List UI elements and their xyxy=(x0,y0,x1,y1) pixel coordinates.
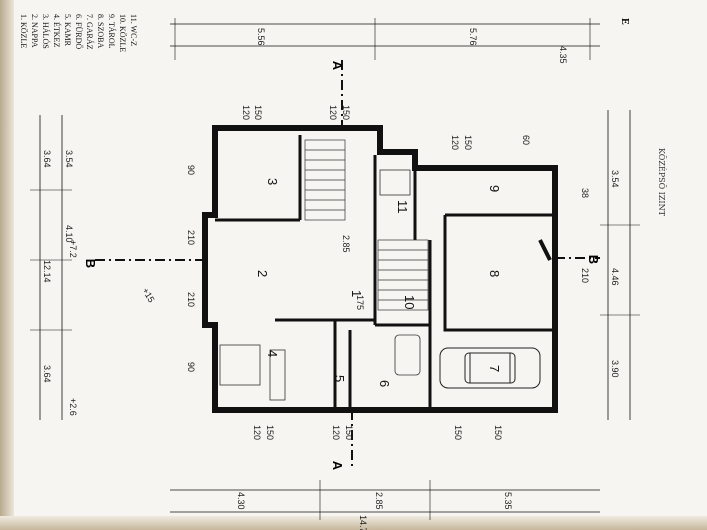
dim-text: 12.14 xyxy=(42,260,52,283)
exterior-wall-top xyxy=(212,125,558,328)
room-number: 11 xyxy=(395,200,410,214)
room-number: 1 xyxy=(349,290,364,297)
section-mark-a: A xyxy=(330,460,346,471)
dim-text: 4.10 xyxy=(64,225,74,243)
dim-text: 150 xyxy=(463,135,473,150)
exterior-wall-left xyxy=(202,125,558,413)
dim-text: 2.85 xyxy=(374,492,384,510)
dim-text: 175 xyxy=(355,295,365,310)
dim-text: 120 xyxy=(450,135,460,150)
hand-annotation: +2.6 xyxy=(68,398,78,416)
hand-annotation: +15 xyxy=(140,286,156,304)
dim-text: 120 xyxy=(252,425,262,440)
section-mark-a: A xyxy=(330,60,346,71)
bathtub xyxy=(394,334,421,376)
room-number: 10 xyxy=(402,295,417,309)
dim-text: 150 xyxy=(265,425,275,440)
dim-text: 210 xyxy=(186,230,196,245)
room-number: 8 xyxy=(487,270,502,277)
kitchen-counter xyxy=(269,349,286,401)
section-mark-b: B xyxy=(586,254,602,265)
dim-text: 90 xyxy=(186,165,196,175)
car-icon xyxy=(439,347,541,389)
dim-text: 3.54 xyxy=(610,170,620,188)
dim-text: 3.64 xyxy=(42,365,52,383)
dim-text: 150 xyxy=(453,425,463,440)
room-number: 9 xyxy=(487,185,502,192)
room-number: 5 xyxy=(332,375,347,382)
dining-table xyxy=(219,344,261,386)
room-number: 2 xyxy=(255,270,270,277)
room-number: 7 xyxy=(487,365,502,372)
paper-edge-shadow xyxy=(0,0,14,530)
dim-text: 14.75 xyxy=(358,515,368,530)
dim-text: 120 xyxy=(241,105,251,120)
dim-text: 4.46 xyxy=(610,268,620,286)
dim-text: 38 xyxy=(580,188,590,198)
dim-text: 150 xyxy=(493,425,503,440)
wc-fixture xyxy=(379,169,411,196)
dim-text: 3.54 xyxy=(64,150,74,168)
dim-text: 150 xyxy=(341,105,351,120)
dim-text: 210 xyxy=(580,268,590,283)
dim-text: 4.30 xyxy=(236,492,246,510)
room-number: 3 xyxy=(265,178,280,185)
dim-text: 210 xyxy=(186,292,196,307)
dim-text: 60 xyxy=(521,135,531,145)
dim-text: 5.76 xyxy=(468,28,478,46)
room-number: 6 xyxy=(377,380,392,387)
dim-text: 120 xyxy=(328,105,338,120)
wall-room8 xyxy=(443,215,555,332)
dim-text: 2.85 xyxy=(341,235,351,253)
dim-text: 150 xyxy=(344,425,354,440)
hand-annotation: +7.2 xyxy=(68,240,78,258)
dim-text: 4.35 xyxy=(558,46,568,64)
dim-text: 120 xyxy=(331,425,341,440)
dim-text: 5.35 xyxy=(503,492,513,510)
dim-text: 150 xyxy=(253,105,263,120)
section-mark-b: B xyxy=(83,258,99,269)
dim-text: 3.90 xyxy=(610,360,620,378)
dim-text: 90 xyxy=(186,362,196,372)
dim-text: 5.56 xyxy=(256,28,266,46)
table-surface xyxy=(0,516,707,530)
dim-text: 3.64 xyxy=(42,150,52,168)
room-number: 4 xyxy=(265,350,280,357)
staircase xyxy=(304,139,429,311)
